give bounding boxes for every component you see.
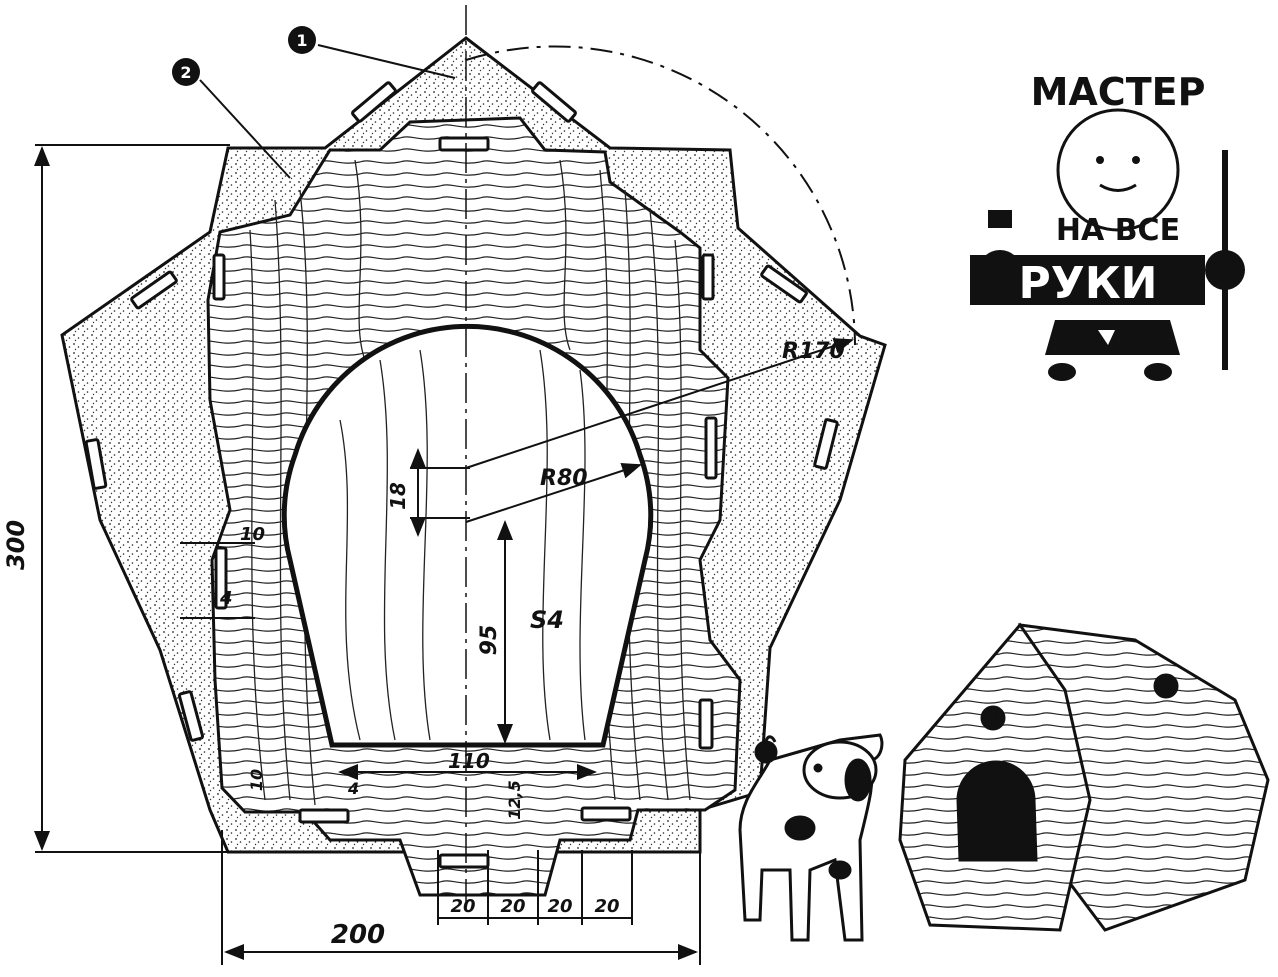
dim-width: 200	[331, 920, 385, 950]
dim-10: 10	[240, 524, 265, 545]
dim-height: 300	[2, 520, 30, 570]
svg-text:2: 2	[180, 63, 191, 82]
dim-bottom-10: 10	[247, 769, 266, 791]
dimension-labels: 300 200 R170 R80 18 95 S4 110 10 4 10 4 …	[2, 339, 845, 950]
logo-line3: РУКИ	[1019, 258, 1158, 309]
callout-1: 1	[288, 26, 316, 54]
dim-s4: S4	[530, 606, 564, 634]
svg-text:1: 1	[988, 712, 997, 727]
svg-text:1: 1	[296, 31, 307, 50]
dim-bottom-4: 4	[347, 779, 359, 798]
logo-master-na-vse-ruki: МАСТЕР НА ВСЕ РУКИ	[970, 70, 1245, 381]
doghouse-callout-1: 1	[980, 705, 1006, 731]
svg-text:2: 2	[1161, 680, 1170, 695]
logo-line1: МАСТЕР	[1031, 70, 1206, 114]
dimension-lines	[34, 44, 854, 965]
dim-spacing-4: 20	[594, 896, 619, 917]
dim-spacing-1: 20	[450, 896, 475, 917]
slots	[84, 81, 839, 869]
dog-illustration	[738, 733, 884, 942]
dim-18: 18	[386, 482, 410, 510]
dim-4: 4	[219, 588, 233, 609]
doghouse-callout-2: 2	[1153, 673, 1179, 699]
dim-12-5: 12,5	[505, 780, 524, 819]
door-grain	[339, 349, 586, 741]
dim-r170: R170	[782, 339, 845, 364]
door-opening	[281, 323, 654, 748]
arc-r170	[465, 45, 856, 346]
dim-95: 95	[477, 625, 502, 656]
callout-2: 2	[172, 58, 200, 86]
dim-spacing-2: 20	[500, 896, 525, 917]
dim-spacing-3: 20	[547, 896, 572, 917]
dim-r80: R80	[540, 466, 588, 491]
dim-110: 110	[448, 749, 490, 773]
assembled-doghouse: 1 2	[898, 622, 1270, 932]
logo-line2: НА ВСЕ	[1056, 213, 1180, 248]
